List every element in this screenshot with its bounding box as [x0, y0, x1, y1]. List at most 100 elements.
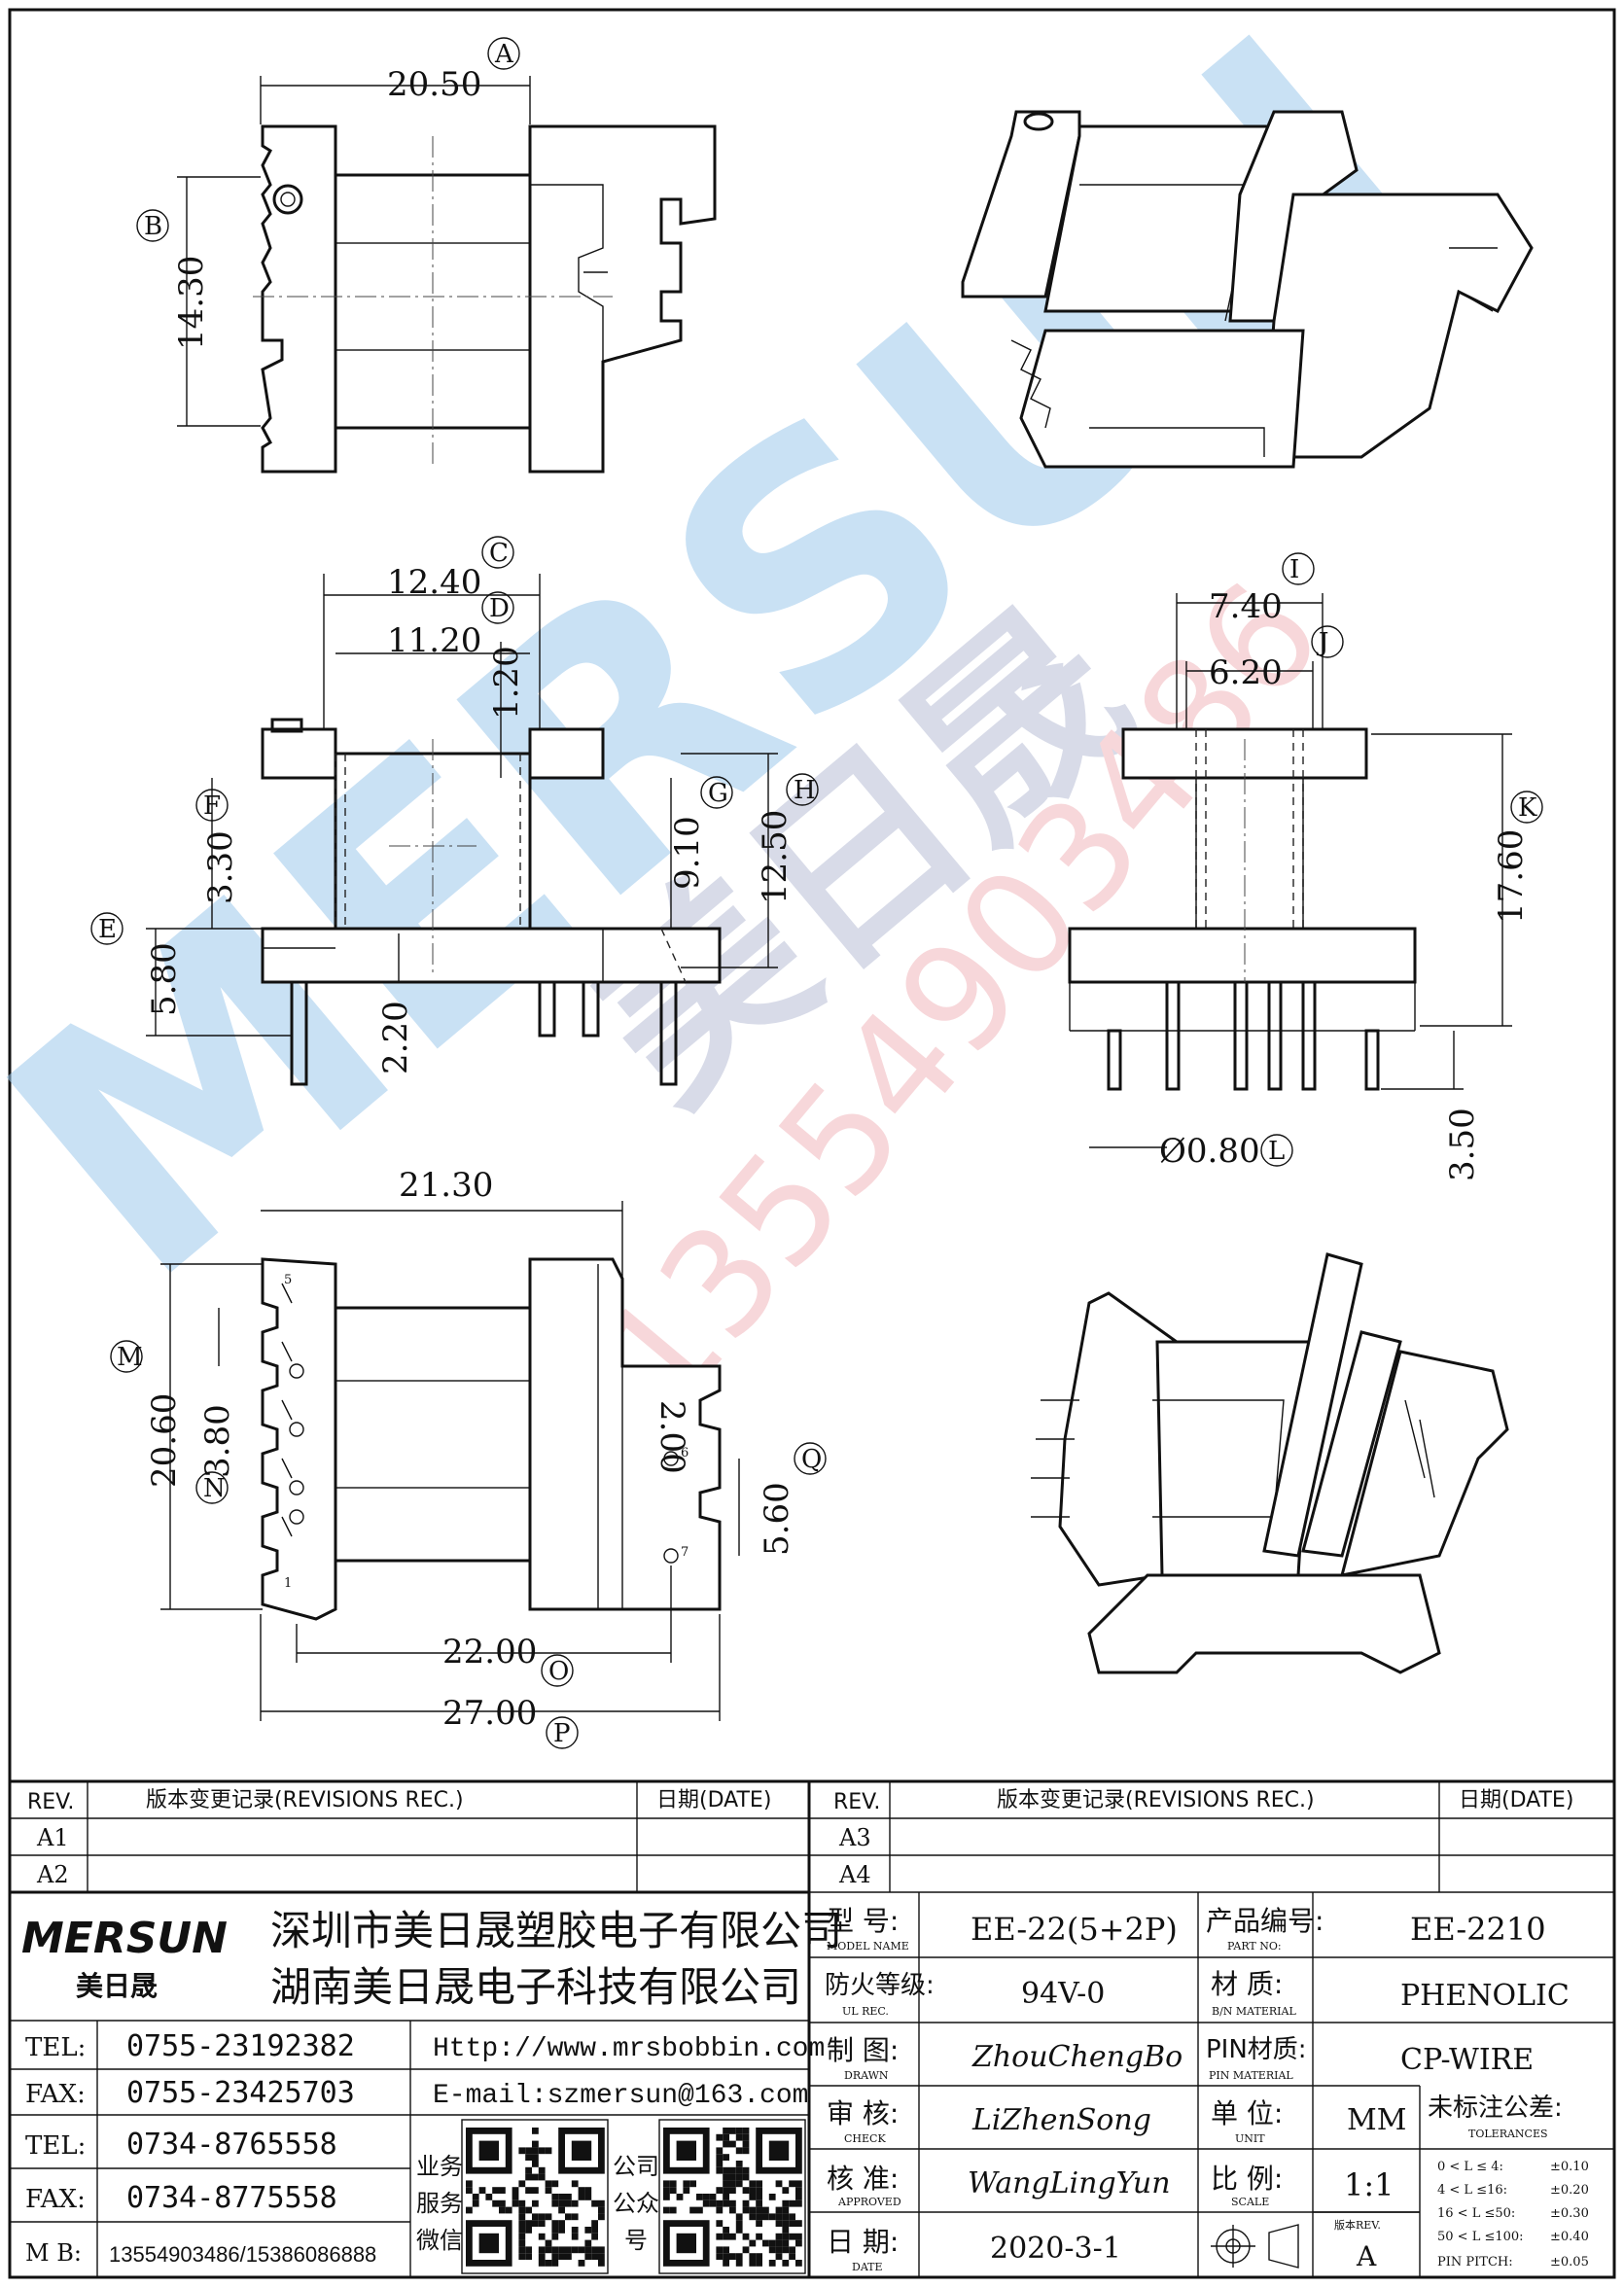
drawn-label: 制 图:: [827, 2034, 899, 2066]
rev-left-row-a2: A2: [36, 1861, 69, 1888]
side-view: 7.40 I 6.20 J 17.60 K 3.50 Ø0.80 L: [1068, 552, 1543, 1181]
pin-label-7: 7: [681, 1545, 688, 1560]
pin-material-sublabel: PIN MATERIAL: [1209, 2069, 1293, 2082]
qr2-label: 公司公众号: [613, 2153, 659, 2254]
scale-label: 比 例:: [1211, 2163, 1283, 2195]
dim-2-20: 2.20: [376, 1001, 415, 1074]
rev-value: A: [1356, 2240, 1377, 2272]
unit-sublabel: UNIT: [1235, 2132, 1265, 2145]
dim-2-00: 2.00: [653, 1400, 691, 1474]
tel-value-1: 0755-23192382: [126, 2029, 355, 2063]
dim-3-50: 3.50: [1443, 1108, 1482, 1181]
pin-label-6: 6: [681, 1446, 688, 1460]
model-label: 型 号:: [827, 1905, 899, 1937]
dim-20-50: 20.50: [387, 65, 481, 104]
company-block: MERSUN 美日晟 深圳市美日晟塑胶电子有限公司 湖南美日晟电子科技有限公司 …: [10, 1890, 842, 2278]
tolerance-value-1: ±0.10: [1550, 2160, 1589, 2174]
unit-label: 单 位:: [1211, 2097, 1283, 2129]
rev-right-row-a3: A3: [838, 1824, 871, 1851]
label-E: E: [98, 915, 117, 944]
dim-12-50: 12.50: [756, 810, 794, 904]
tolerance-value-5: ±0.05: [1550, 2255, 1589, 2269]
label-H: H: [794, 776, 816, 805]
fax-label-2: FAX:: [25, 2185, 86, 2214]
approved-value: WangLingYun: [968, 2166, 1171, 2200]
mb-value: 13554903486/15386086888: [109, 2242, 376, 2267]
dim-6-20: 6.20: [1209, 653, 1283, 692]
label-G: G: [708, 779, 728, 808]
model-value: EE-22(5+2P): [971, 1911, 1178, 1948]
date-value: 2020-3-1: [990, 2232, 1121, 2266]
company-logo: MERSUN: [21, 1914, 228, 1963]
label-L: L: [1268, 1137, 1285, 1166]
dim-21-30: 21.30: [399, 1166, 493, 1205]
iso-view-top: [961, 110, 1534, 469]
dim-5-60: 5.60: [758, 1482, 796, 1556]
email-link[interactable]: E-mail:szmersun@163.com: [433, 2081, 808, 2111]
company-logo-cn: 美日晟: [76, 1970, 158, 2002]
check-sublabel: CHECK: [844, 2132, 886, 2145]
dim-3-80: 3.80: [198, 1404, 237, 1478]
dim-17-60: 17.60: [1492, 829, 1531, 924]
model-sublabel: MODEL NAME: [827, 1940, 909, 1953]
label-Q: Q: [801, 1445, 822, 1474]
front-view: 12.40 C 11.20 D 1.20 12.50 H 9.10 G 3.30…: [90, 536, 819, 1086]
qr1-label: 业务服务微信: [416, 2153, 463, 2254]
fax-value-2: 0734-8775558: [126, 2181, 337, 2215]
dim-20-60: 20.60: [145, 1393, 184, 1488]
label-J: J: [1316, 628, 1328, 657]
label-O: O: [548, 1657, 569, 1686]
label-I: I: [1289, 555, 1299, 584]
qr-code-wechat: 业务服务微信: [416, 2119, 609, 2274]
tolerance-table: 0 < L ≤ 4: ±0.10 4 < L ≤16: ±0.20 16 < L…: [1437, 2160, 1589, 2269]
iso-view-bottom: [1031, 1252, 1509, 1674]
ul-label: 防火等级:: [825, 1971, 935, 2000]
unit-value: MM: [1347, 2103, 1406, 2137]
dim-22-00: 22.00: [442, 1633, 537, 1671]
material-label: 材 质:: [1211, 1968, 1283, 2000]
approved-sublabel: APPROVED: [837, 2196, 901, 2208]
part-value: EE-2210: [1410, 1911, 1546, 1948]
label-P: P: [553, 1719, 571, 1748]
pin-material-value: CP-WIRE: [1400, 2043, 1534, 2077]
dim-11-20: 11.20: [387, 621, 481, 660]
check-label: 审 核:: [827, 2097, 899, 2129]
rev-left-col-desc: 版本变更记录(REVISIONS REC.): [146, 1788, 464, 1812]
projection-symbol-icon: [1211, 2224, 1299, 2269]
rev-right-col-desc: 版本变更记录(REVISIONS REC.): [997, 1788, 1315, 1812]
mb-label: M B:: [25, 2239, 82, 2267]
label-N: N: [203, 1474, 226, 1503]
title-block: REV. 版本变更记录(REVISIONS REC.) 日期(DATE) A1 …: [10, 1779, 1614, 2278]
tel-value-2: 0734-8765558: [126, 2128, 337, 2162]
material-value: PHENOLIC: [1400, 1979, 1570, 2013]
tolerance-range-5: PIN PITCH:: [1437, 2255, 1513, 2269]
company-name-1: 深圳市美日晟塑胶电子有限公司: [270, 1907, 842, 1954]
label-M: M: [117, 1343, 143, 1372]
website-link[interactable]: Http://www.mrsbobbin.com: [433, 2034, 825, 2064]
tolerance-range-1: 0 < L ≤ 4:: [1437, 2160, 1503, 2174]
spec-block: 型 号: MODEL NAME EE-22(5+2P) 产品编号: PART N…: [809, 1892, 1614, 2278]
tolerance-label: 未标注公差:: [1428, 2093, 1563, 2123]
approved-label: 核 准:: [827, 2163, 899, 2195]
pin-label-1: 1: [284, 1576, 292, 1591]
date-sublabel: DATE: [852, 2261, 883, 2273]
tolerance-value-4: ±0.40: [1550, 2230, 1589, 2244]
dim-14-30: 14.30: [172, 256, 211, 350]
rev-left-row-a1: A1: [36, 1824, 69, 1851]
pin-material-label: PIN材质:: [1206, 2035, 1307, 2064]
label-K: K: [1518, 793, 1537, 823]
tolerance-value-3: ±0.30: [1550, 2206, 1589, 2221]
drawn-sublabel: DRAWN: [844, 2069, 889, 2082]
revision-table-left: REV. 版本变更记录(REVISIONS REC.) 日期(DATE) A1 …: [10, 1781, 809, 1893]
tolerance-range-2: 4 < L ≤16:: [1437, 2183, 1507, 2198]
part-label: 产品编号:: [1206, 1905, 1324, 1937]
dim-27-00: 27.00: [442, 1694, 537, 1733]
ul-value: 94V-0: [1021, 1977, 1105, 2011]
rev-left-col-rev: REV.: [27, 1790, 74, 1814]
dim-3-30: 3.30: [201, 830, 240, 904]
part-sublabel: PART NO:: [1227, 1940, 1282, 1953]
rev-right-col-rev: REV.: [833, 1790, 880, 1814]
tolerance-range-4: 50 < L ≤100:: [1437, 2230, 1524, 2244]
label-A: A: [494, 40, 514, 69]
label-D: D: [489, 594, 510, 623]
